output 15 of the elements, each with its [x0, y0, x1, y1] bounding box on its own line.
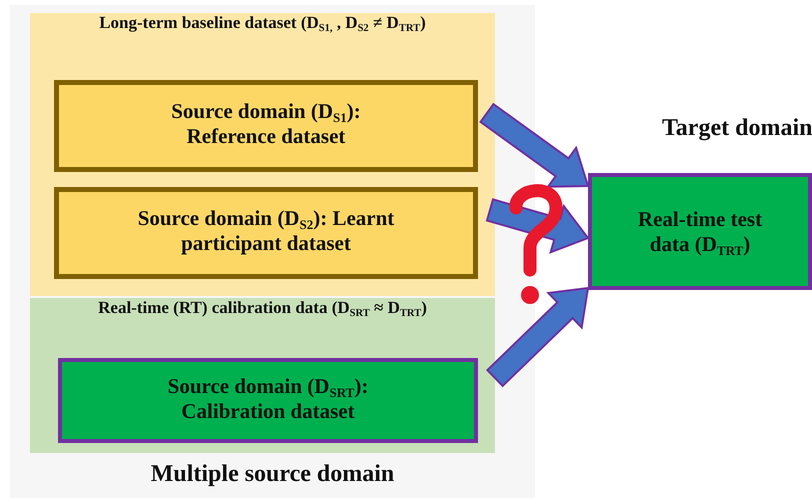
block-arrow [486, 198, 590, 254]
box-text: Source domain (D$_{S1}$): Reference dataset [170, 99, 362, 150]
dataset-band [30, 298, 495, 453]
box-text: Real-time (RT) calibration data (D$_{SRT}$ ≈ D$_{TRT}$) [97, 298, 428, 318]
block-arrow [486, 286, 590, 388]
box-text: Source domain (D$_{S2}$): Learnt participant dataset [136, 206, 396, 256]
dataset-box [54, 187, 478, 279]
dataset-box [54, 80, 478, 172]
box-text: Real-time test data (D$_{TRT}$) [636, 207, 764, 258]
box-text: Source domain (D$_{SRT}$): Calibration dataset [166, 374, 370, 424]
dataset-box [58, 358, 478, 443]
dataset-band [30, 13, 495, 296]
block-arrow [479, 102, 590, 188]
box-text: Long-term baseline dataset (D$_{S1,}$ , D$_{S2}$ ≠ D$_{TRT}$) [98, 13, 427, 34]
caption-text: Multiple source domain [150, 460, 396, 489]
